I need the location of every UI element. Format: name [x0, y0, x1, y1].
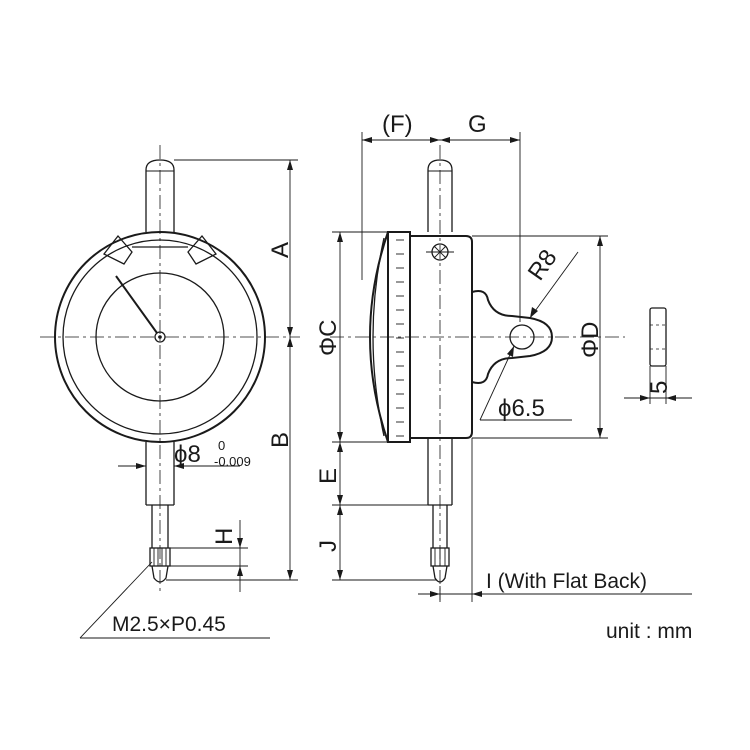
- stem-diameter-label: ϕ8: [174, 441, 201, 468]
- hole-leader: [479, 345, 515, 421]
- five-label: 5: [646, 381, 673, 394]
- r8-label: R8: [523, 245, 563, 286]
- side-body: [410, 235, 473, 439]
- front-pointer-hub: [154, 331, 166, 343]
- side-bezel-knurl: [396, 239, 404, 437]
- side-stem-cap: [427, 159, 453, 232]
- front-pointer: [115, 275, 158, 334]
- side-contact-point-tip: [432, 565, 448, 583]
- phi-c-label: ΦC: [315, 320, 342, 356]
- unit-note: unit : mm: [606, 620, 692, 643]
- g-label: G: [468, 111, 487, 138]
- front-outer-bezel: [54, 231, 266, 443]
- h-label: H: [211, 528, 238, 545]
- r8-leader: [529, 251, 579, 319]
- side-bezel-ring: [387, 231, 411, 443]
- j-label: J: [315, 540, 342, 552]
- i-flat-back-label: I (With Flat Back): [486, 570, 647, 593]
- thread-label: M2.5×P0.45: [112, 613, 226, 636]
- side-view: (F) G ΦC ΦD R8 ϕ6.5 E: [315, 111, 692, 602]
- phi-d-label: ΦD: [577, 322, 604, 358]
- thread-leader: [79, 561, 153, 639]
- side-lug-hole: [509, 324, 535, 350]
- front-limit-hand-right: [187, 234, 217, 265]
- side-crystal-inner: [372, 237, 385, 437]
- front-stem-cap: [145, 159, 175, 232]
- front-limit-hand-left: [103, 234, 133, 265]
- stem-tolerance-lower: -0.009: [214, 454, 251, 469]
- b-label: B: [267, 432, 294, 448]
- e-label: E: [315, 468, 342, 484]
- a-label: A: [267, 242, 294, 258]
- front-pointer-pin: [158, 335, 162, 339]
- front-contact-point-knurl: [149, 547, 171, 567]
- front-contact-point-tip: [151, 565, 169, 583]
- lug-thickness-detail: 5: [624, 307, 692, 404]
- side-back-lug: [471, 290, 554, 384]
- front-dial-face: [95, 272, 225, 402]
- f-label: (F): [382, 111, 413, 138]
- phi-6-5-label: ϕ6.5: [498, 395, 545, 422]
- stem-tolerance-upper: 0: [218, 438, 225, 453]
- front-view: ϕ8 0 -0.009 H M2.5×P0.45 A B: [40, 145, 300, 639]
- lug-section: [649, 307, 667, 367]
- front-inner-bezel: [62, 239, 258, 435]
